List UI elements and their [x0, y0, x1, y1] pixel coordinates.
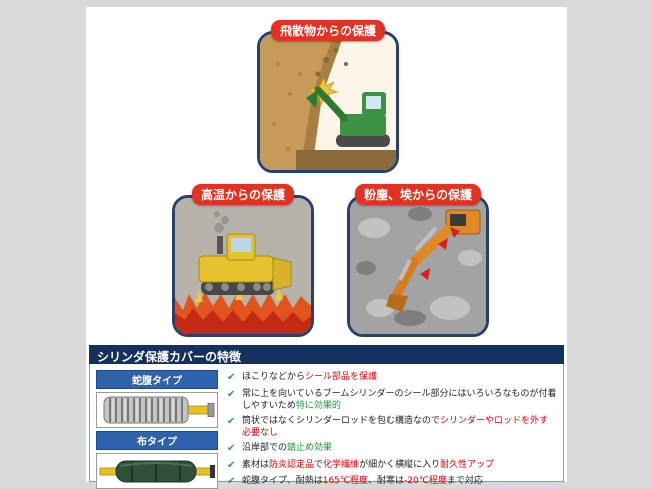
- panel-badge-flying-debris: 飛散物からの保護: [270, 20, 386, 41]
- feature-text: 蛇腹タイプ、耐熱は165℃程度、耐寒は-20℃程度まで対応: [242, 476, 483, 487]
- panel-high-temperature: 高温からの保護: [172, 184, 314, 337]
- feature-text: 沿岸部での錆止め効果: [242, 443, 333, 454]
- panel-frame: [172, 195, 314, 337]
- check-icon: ✔: [227, 459, 236, 471]
- high-temperature-illustration: [175, 198, 311, 334]
- panel-frame: [257, 31, 399, 173]
- panel-badge-high-temperature: 高温からの保護: [191, 184, 295, 205]
- bellows-product-image: [96, 392, 218, 428]
- features-section: シリンダ保護カバーの特徴 蛇腹タイプ: [89, 345, 564, 489]
- feature-item: ✔ 蛇腹タイプ、耐熱は165℃程度、耐寒は-20℃程度まで対応: [227, 475, 557, 489]
- panel-dust: 粉塵、埃からの保護: [347, 184, 489, 337]
- product-label-cloth: 布タイプ: [96, 431, 218, 450]
- check-icon: ✔: [227, 443, 236, 455]
- feature-text: 常に上を向いているブームシリンダーのシール部分にはいろいろなものが付着しやすいた…: [242, 388, 557, 411]
- flying-debris-illustration: [260, 34, 396, 170]
- panel-flying-debris: 飛散物からの保護: [257, 20, 399, 173]
- feature-text: ほこりなどからシール部品を保護: [242, 372, 378, 382]
- feature-text: 素材は防炎認定品で化学繊維が細かく横縦に入り耐久性アップ: [242, 459, 495, 470]
- feature-item: ✔ 素材は防炎認定品で化学繊維が細かく横縦に入り耐久性アップ: [227, 459, 557, 473]
- dust-illustration: [350, 198, 486, 334]
- check-icon: ✔: [227, 415, 236, 427]
- features-box: 蛇腹タイプ: [89, 364, 564, 489]
- feature-text: 筒状ではなくシリンダーロッドを包む構造なのでシリンダーやロッドを外す必要なし: [242, 415, 549, 438]
- panel-badge-dust: 粉塵、埃からの保護: [354, 184, 482, 205]
- features-title: シリンダ保護カバーの特徴: [97, 350, 242, 364]
- bellows-cover-illustration: [98, 393, 216, 427]
- product-column: 蛇腹タイプ: [96, 370, 218, 489]
- feature-list: ✔ ほこりなどからシール部品を保護 ✔ 常に上を向いているブームシリンダーのシール部分…: [227, 370, 557, 487]
- panel-frame: [347, 195, 489, 337]
- feature-item: ✔ 筒状ではなくシリンダーロッドを包む構造なのでシリンダーやロッドを外す必要なし: [227, 415, 557, 439]
- product-label-bellows: 蛇腹タイプ: [96, 370, 218, 389]
- feature-item: ✔ 常に上を向いているブームシリンダーのシール部分にはいろいろなものが付着しやすい…: [227, 388, 557, 412]
- feature-item: ✔ ほこりなどからシール部品を保護: [227, 371, 557, 385]
- features-header: シリンダ保護カバーの特徴: [89, 345, 564, 364]
- cloth-product-image: [96, 453, 218, 489]
- feature-item: ✔ 沿岸部での錆止め効果: [227, 442, 557, 456]
- check-icon: ✔: [227, 388, 236, 400]
- check-icon: ✔: [227, 476, 236, 488]
- content-page: 飛散物からの保護: [86, 7, 567, 489]
- check-icon: ✔: [227, 372, 236, 383]
- cloth-cover-illustration: [98, 454, 216, 488]
